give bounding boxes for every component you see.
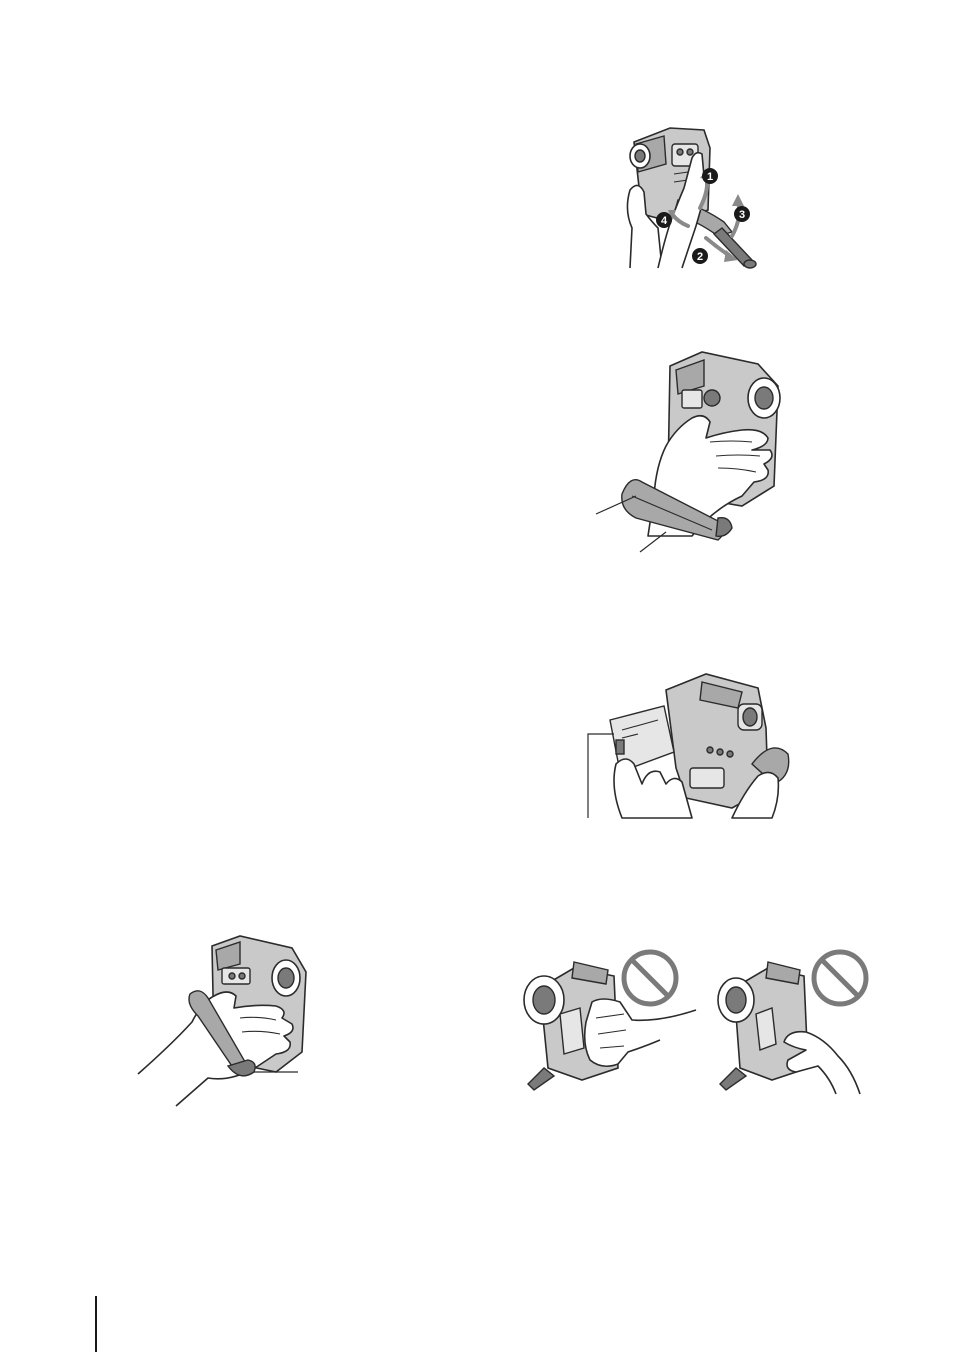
svg-text:1: 1	[707, 171, 713, 183]
prohibited-mark-icon	[814, 952, 866, 1004]
figure-holding-incorrect-2	[714, 948, 874, 1094]
figure-lcd-panel-open	[582, 668, 804, 820]
step-marker-4: 4	[656, 212, 672, 228]
figure-holding-correct	[136, 932, 304, 1106]
svg-text:4: 4	[661, 215, 668, 227]
figure-grip-belt-fastened	[592, 346, 792, 552]
page-margin-rule	[95, 1296, 97, 1352]
figure-holding-incorrect-1	[520, 948, 696, 1094]
step-marker-3: 3	[734, 206, 750, 222]
svg-text:3: 3	[739, 209, 745, 221]
figure-grip-belt-steps: 1 2 3 4	[612, 118, 782, 274]
step-marker-1: 1	[702, 168, 718, 184]
svg-text:2: 2	[697, 251, 703, 263]
prohibited-mark-icon	[624, 952, 676, 1004]
step-marker-2: 2	[692, 248, 708, 264]
